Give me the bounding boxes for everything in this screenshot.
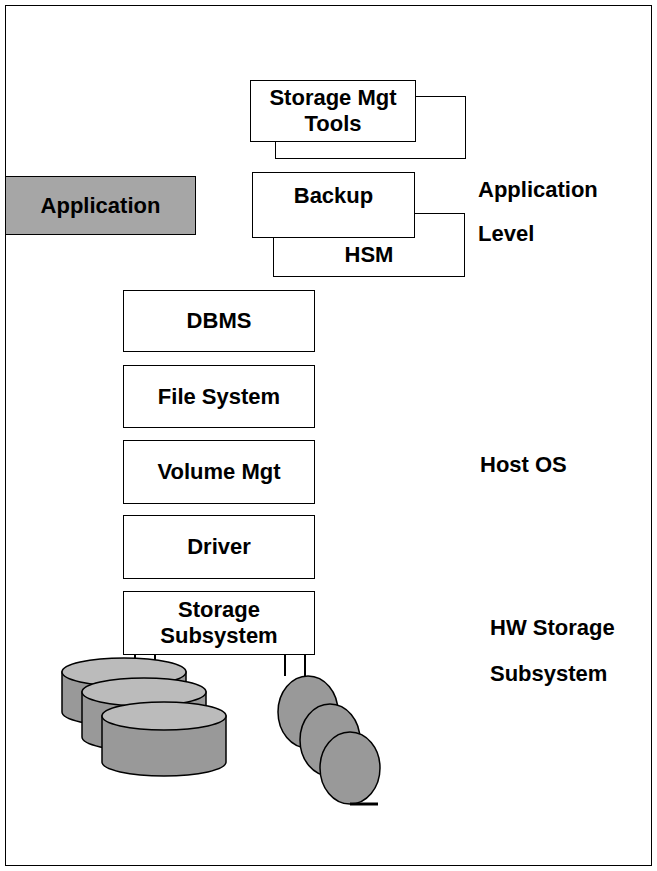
box-label: Storage Subsystem [130, 597, 308, 649]
tape-reels [278, 676, 380, 804]
box-label: Driver [187, 534, 251, 560]
level-label: Host OS [480, 452, 640, 478]
box-label: DBMS [187, 308, 252, 334]
layer-box: Backup [252, 172, 415, 238]
application-box: Application [5, 176, 196, 235]
layer-box: Driver [123, 515, 315, 579]
layer-box: Storage Mgt Tools [250, 80, 416, 142]
layer-box: File System [123, 365, 315, 428]
box-label: Application [41, 193, 161, 219]
box-label: Storage Mgt Tools [257, 85, 409, 137]
layer-box: DBMS [123, 290, 315, 352]
level-label: Application Level [478, 168, 638, 256]
disk-drives [62, 658, 226, 776]
frame [6, 6, 652, 866]
box-label: Volume Mgt [157, 459, 280, 485]
box-label: Backup [294, 183, 373, 209]
layer-box: Storage Subsystem [123, 591, 315, 655]
box-label: File System [158, 384, 280, 410]
layer-box: Volume Mgt [123, 440, 315, 504]
level-label: HW Storage Subsystem [490, 605, 640, 697]
box-label: HSM [345, 242, 394, 268]
